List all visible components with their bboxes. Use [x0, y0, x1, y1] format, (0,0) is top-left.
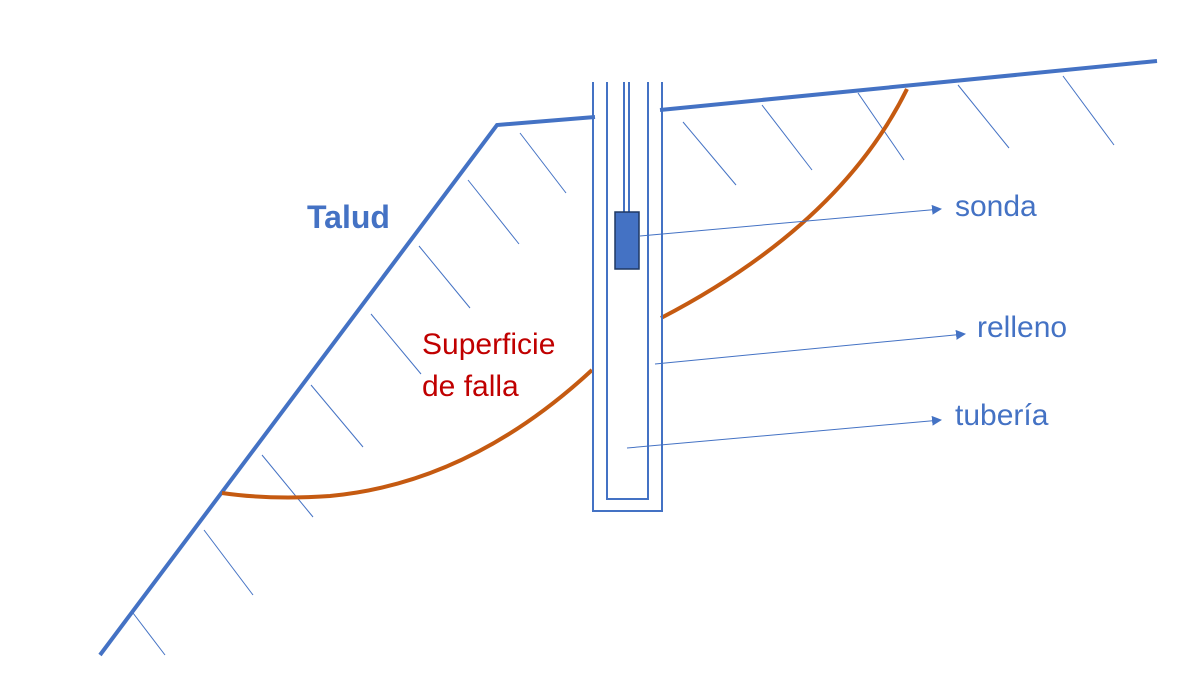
hatch-mark	[857, 92, 905, 161]
ground-surface-line	[98, 115, 596, 657]
pipe-label: tubería	[955, 399, 1049, 432]
failure-surface-label-line2: de falla	[422, 370, 519, 403]
hatch-mark	[957, 84, 1010, 149]
probe-leader-arrow	[639, 204, 942, 237]
hatch-mark	[132, 612, 166, 656]
failure-surface-curve-right	[660, 88, 909, 320]
hatch-mark	[418, 245, 471, 309]
fill-leader-arrow	[654, 329, 966, 365]
top-ground-line	[659, 59, 1158, 112]
hatch-mark	[519, 132, 567, 194]
hatch-mark	[761, 104, 813, 171]
slope-label: Talud	[307, 199, 390, 235]
pipe	[606, 82, 649, 500]
failure-surface-label: Superficie de falla	[422, 324, 555, 408]
failure-surface-label-line1: Superficie	[422, 328, 556, 361]
probe	[614, 211, 640, 270]
hatch-mark	[1062, 75, 1115, 146]
hatch-mark	[682, 121, 737, 186]
hatch-mark	[370, 313, 422, 375]
probe-cable	[623, 82, 630, 212]
borehole	[592, 82, 663, 512]
hatch-mark	[310, 384, 364, 448]
fill-label: relleno	[977, 311, 1068, 344]
failure-surface-curve-left	[221, 368, 594, 500]
hatch-mark	[467, 179, 520, 245]
hatch-mark	[203, 529, 254, 596]
probe-label: sonda	[955, 190, 1037, 223]
pipe-leader-arrow	[626, 415, 942, 449]
soil-hatching	[132, 75, 1115, 656]
hatch-mark	[261, 454, 314, 518]
